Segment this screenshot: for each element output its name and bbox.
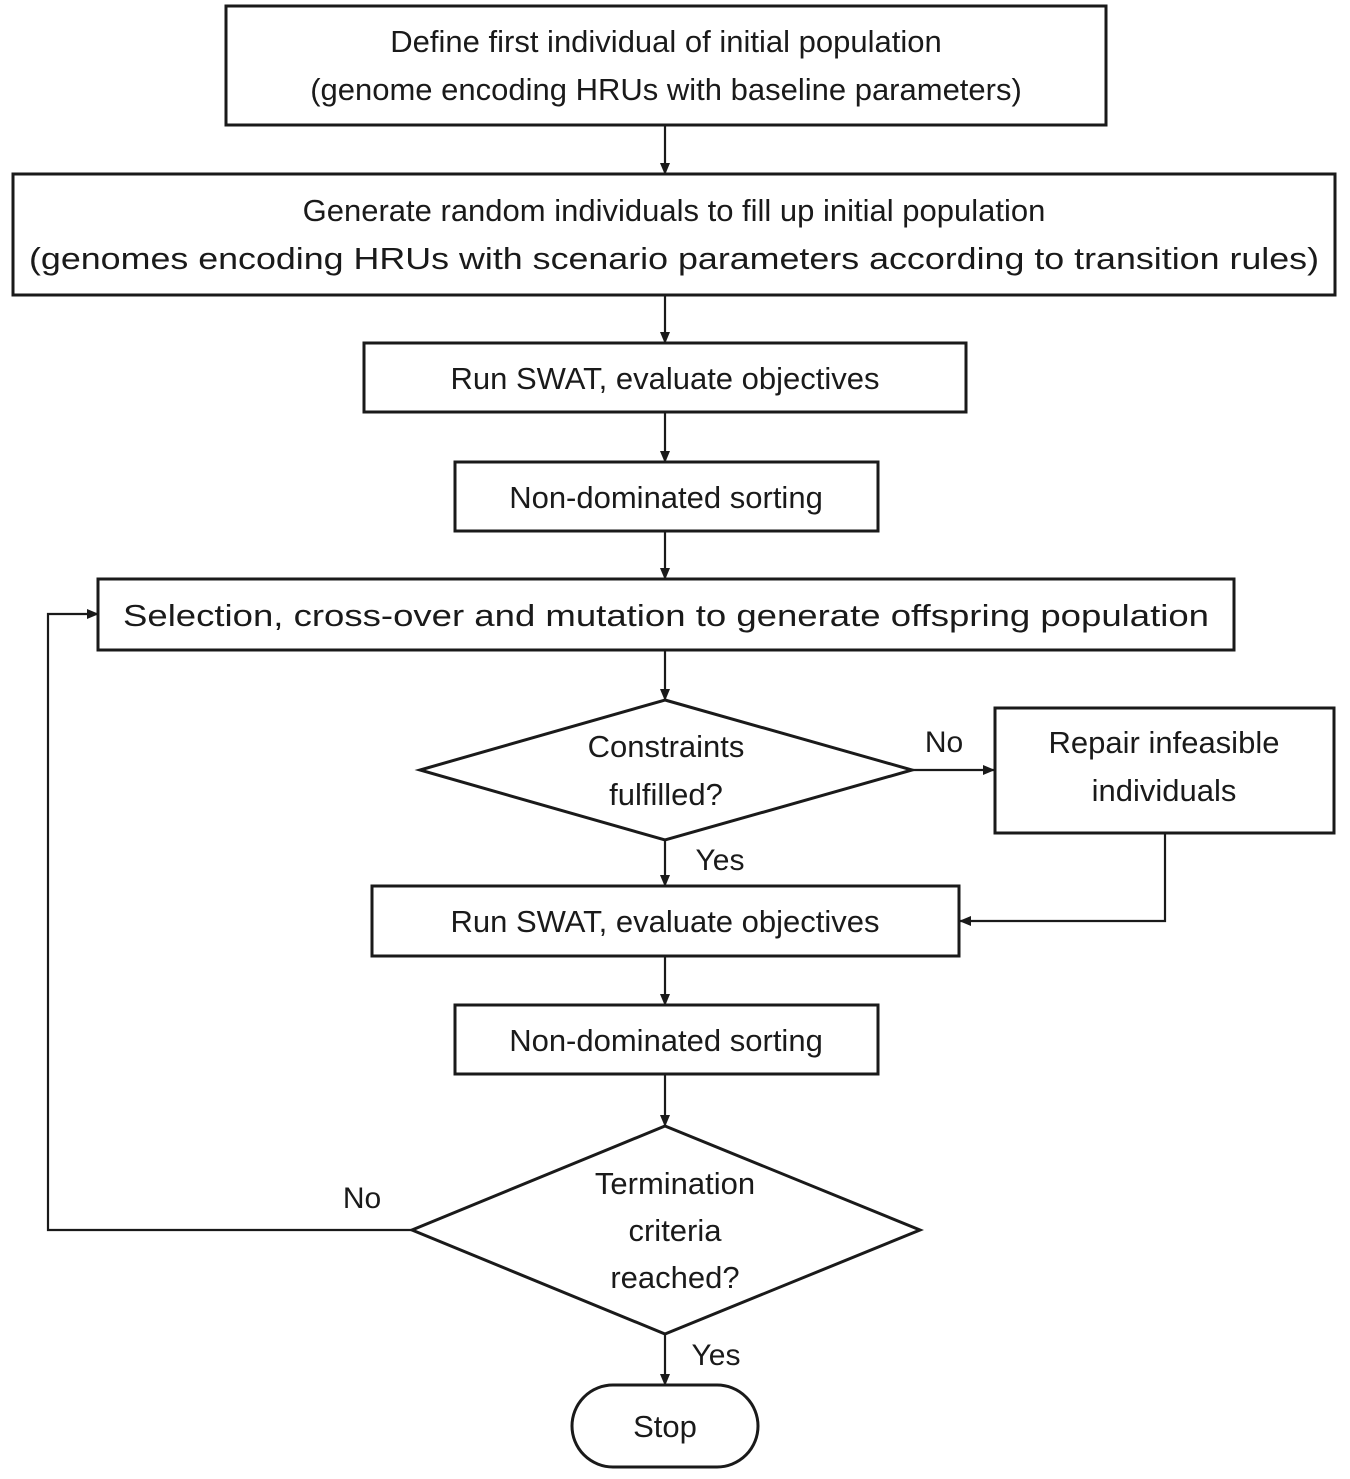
repair-line2: individuals	[1092, 773, 1237, 808]
stop-label: Stop	[633, 1409, 697, 1444]
sorting-2-label: Non-dominated sorting	[509, 1023, 823, 1058]
run-swat-1-label: Run SWAT, evaluate objectives	[450, 361, 879, 396]
connectors	[46, 125, 1167, 1386]
termination-yes-label: Yes	[692, 1339, 741, 1372]
termination-criteria-decision: Termination criteria reached?	[408, 1124, 924, 1336]
constraints-no-label: No	[925, 726, 963, 759]
generate-random-line1: Generate random individuals to fill up i…	[303, 193, 1046, 228]
run-swat-2-label: Run SWAT, evaluate objectives	[450, 904, 879, 939]
define-first-line1: Define first individual of initial popul…	[390, 24, 941, 59]
repair-infeasible-individuals-box: Repair infeasible individuals	[993, 706, 1336, 835]
arrow-repair-to-run-swat-2	[959, 833, 1167, 926]
define-first-individual-box: Define first individual of initial popul…	[224, 4, 1108, 127]
repair-line1: Repair infeasible	[1049, 725, 1280, 760]
selection-crossover-mutation-box: Selection, cross-over and mutation to ge…	[96, 577, 1236, 652]
stop-terminal: Stop	[570, 1383, 760, 1469]
constraints-fulfilled-decision: Constraints fulfilled?	[414, 698, 918, 842]
arrow-termination-no-loop-to-selection	[46, 609, 412, 1232]
non-dominated-sorting-box-2: Non-dominated sorting	[453, 1003, 880, 1076]
generate-random-individuals-box: Generate random individuals to fill up i…	[11, 172, 1337, 297]
termination-line2: criteria	[628, 1213, 722, 1248]
constraints-line2: fulfilled?	[609, 777, 723, 812]
run-swat-box-2: Run SWAT, evaluate objectives	[370, 884, 961, 958]
run-swat-box-1: Run SWAT, evaluate objectives	[362, 341, 968, 414]
define-first-line2: (genome encoding HRUs with baseline para…	[310, 72, 1022, 107]
termination-line1: Termination	[595, 1166, 755, 1201]
constraints-line1: Constraints	[588, 729, 745, 764]
non-dominated-sorting-box-1: Non-dominated sorting	[453, 460, 880, 533]
constraints-yes-label: Yes	[696, 844, 745, 877]
sorting-1-label: Non-dominated sorting	[509, 480, 823, 515]
termination-no-label: No	[343, 1182, 381, 1215]
selection-label: Selection, cross-over and mutation to ge…	[123, 598, 1209, 633]
termination-line3: reached?	[610, 1260, 739, 1295]
generate-random-line2: (genomes encoding HRUs with scenario par…	[29, 241, 1319, 276]
